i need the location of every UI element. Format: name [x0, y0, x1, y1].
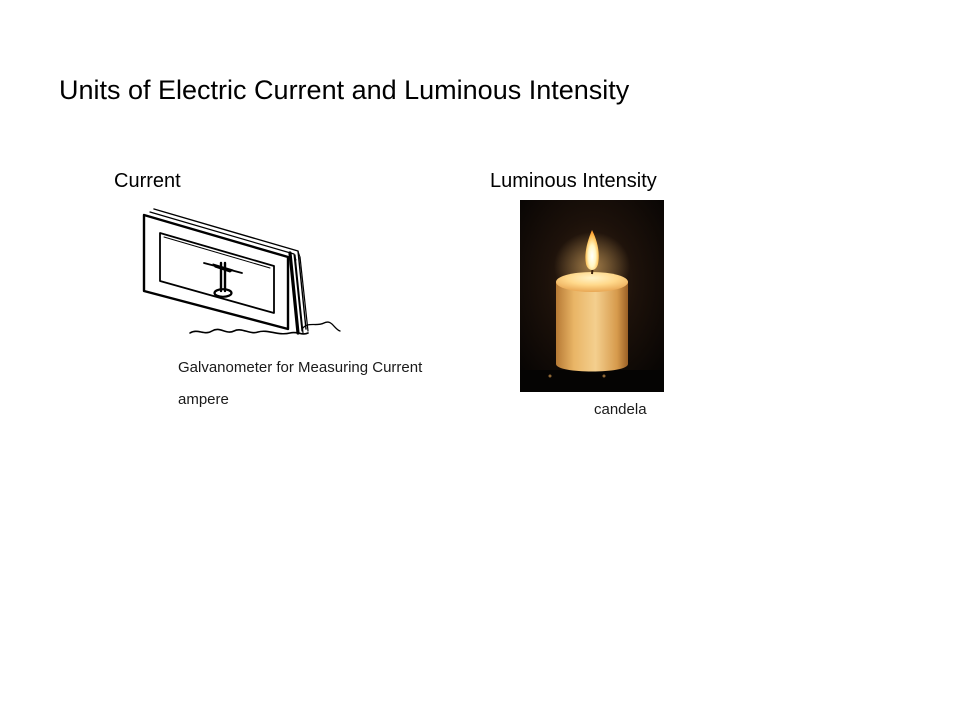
heading-current: Current: [114, 170, 181, 192]
slide-title: Units of Electric Current and Luminous I…: [59, 75, 630, 105]
galvanometer-drawing: [142, 208, 341, 335]
unit-ampere: ampere: [178, 391, 229, 408]
candle-photo: [520, 200, 664, 392]
heading-luminous-intensity: Luminous Intensity: [490, 170, 657, 192]
unit-candela: candela: [594, 401, 647, 418]
galvanometer-caption: Galvanometer for Measuring Current: [178, 359, 423, 376]
